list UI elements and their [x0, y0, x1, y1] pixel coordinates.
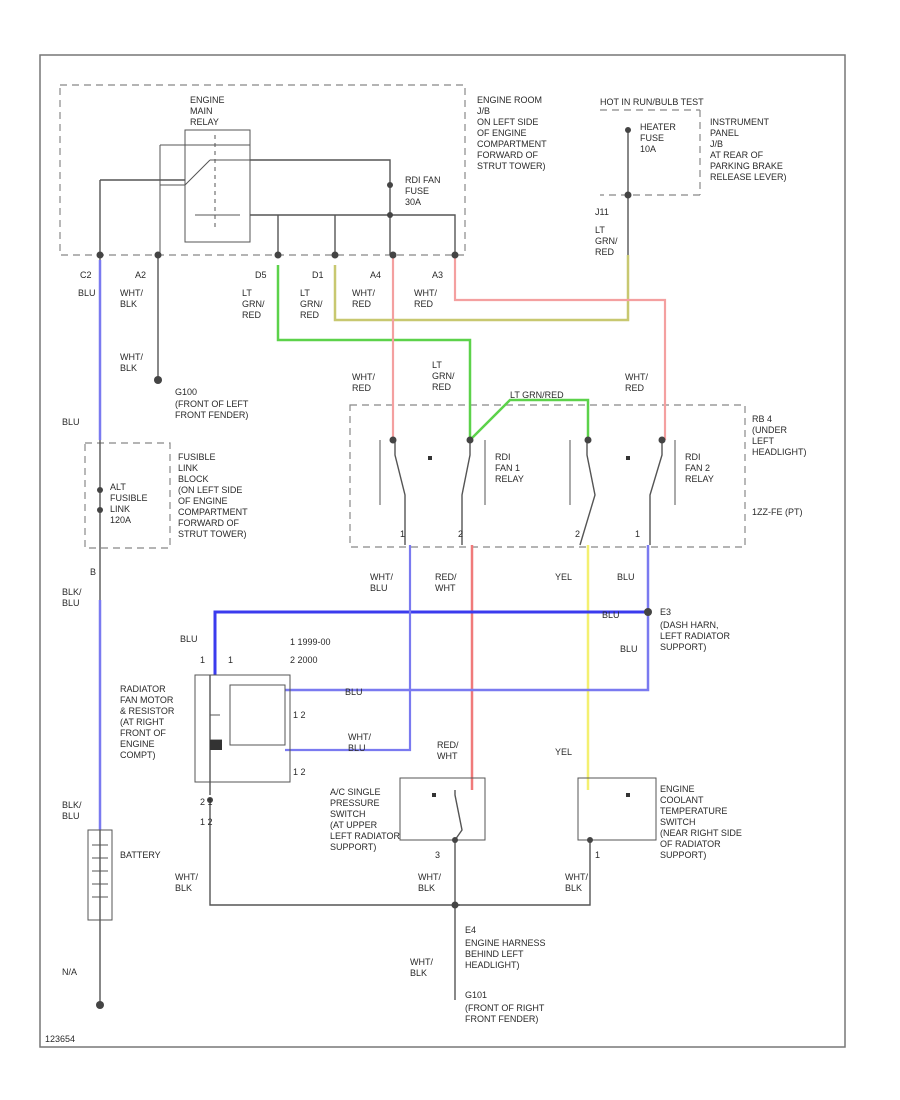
pin-1-fan2: 1	[635, 529, 640, 539]
wire-g100-color: WHT/BLK	[120, 352, 143, 373]
n-a-label: N/A	[62, 967, 77, 977]
hot-in-label: HOT IN RUN/BULB TEST	[600, 97, 704, 107]
connector-a2: A2	[135, 270, 146, 280]
wire-red-wht-ac: RED/WHT	[437, 740, 459, 761]
wire-blk-blu-upper: BLK/BLU	[62, 587, 82, 608]
wire-wht-red-rb4-1: WHT/RED	[352, 372, 375, 393]
pin-b-label: B	[90, 567, 96, 577]
wire-wht-blk-ect: WHT/BLK	[565, 872, 588, 893]
wire-wht-blk-e4: WHT/BLK	[410, 957, 433, 978]
wire-blu-right: BLU	[620, 644, 638, 654]
wire-wht-blk-motor: WHT/BLK	[175, 872, 198, 893]
battery-label: BATTERY	[120, 850, 161, 860]
connector-a3: A3	[432, 270, 443, 280]
wire-wht-blu-motor: WHT/BLU	[348, 732, 371, 753]
wire-a3-color: WHT/RED	[414, 288, 437, 309]
wire-wht-red-rb4-2: WHT/RED	[625, 372, 648, 393]
wire-yel-ect: YEL	[555, 747, 572, 757]
connector-d5: D5	[255, 270, 267, 280]
wire-blu-motor-pin: BLU	[345, 687, 363, 697]
pin-1-fan1: 1	[400, 529, 405, 539]
pin-3-ac: 3	[435, 850, 440, 860]
connector-e4: E4	[465, 925, 476, 935]
rdi-fan1-relay	[379, 440, 486, 505]
wire-yel-label: YEL	[555, 572, 572, 582]
wire-lt-grn-red-top: LT GRN/RED	[510, 390, 564, 400]
wire-blu-motor: BLU	[180, 634, 198, 644]
pin-1-motor-b: 1	[228, 655, 233, 665]
blu-upper-label: BLU	[62, 417, 80, 427]
colored-wiring	[98, 255, 667, 830]
ground-g100: G100	[175, 387, 197, 397]
pin-1-ect: 1	[595, 850, 600, 860]
black-wiring	[99, 130, 663, 1005]
fusible-link-block-box	[84, 442, 171, 549]
rdi-fan2-relay	[569, 440, 676, 505]
diagram-border	[39, 54, 846, 1048]
wire-wht-blk-ac: WHT/BLK	[418, 872, 441, 893]
radiator-fan-motor	[194, 674, 291, 783]
battery-symbol	[87, 829, 113, 921]
wire-wht-blu-label: WHT/BLU	[370, 572, 393, 593]
wire-blu-e3: BLU	[602, 610, 620, 620]
ac-pressure-switch	[399, 777, 486, 841]
pin-group-1-2-b: 1 2	[293, 767, 306, 777]
wire-c2-color: BLU	[78, 288, 96, 298]
pin-group-1-2-a: 1 2	[293, 710, 306, 720]
legend-2000: 2 2000	[290, 655, 318, 665]
engine-room-jb-box	[59, 84, 466, 256]
engine-main-relay	[159, 129, 251, 255]
connector-j11: J11	[595, 207, 609, 217]
instrument-panel-jb-box	[600, 109, 701, 196]
rb4-box	[349, 404, 746, 548]
pin-group-1-2-c: 1 2	[200, 817, 213, 827]
connector-c2: C2	[80, 270, 92, 280]
footer-code: 123654	[45, 1034, 75, 1044]
connector-a4: A4	[370, 270, 381, 280]
wire-a2-color: WHT/BLK	[120, 288, 143, 309]
pin-2-fan1: 2	[458, 529, 463, 539]
spec-1zzfe: 1ZZ-FE (PT)	[752, 507, 803, 517]
wire-blk-blu-battery: BLK/BLU	[62, 800, 82, 821]
pin-2-fan2: 2	[575, 529, 580, 539]
wire-red-wht-label: RED/WHT	[435, 572, 457, 593]
legend-1999-00: 1 1999-00	[290, 637, 331, 647]
wire-a4-color: WHT/RED	[352, 288, 375, 309]
wire-blu-fan2: BLU	[617, 572, 635, 582]
pin-1-motor-a: 1	[200, 655, 205, 665]
connector-e3: E3	[660, 607, 671, 617]
pin-group-2-1: 2 1	[200, 797, 213, 807]
ground-g101: G101	[465, 990, 487, 1000]
connector-d1: D1	[312, 270, 324, 280]
connector-points	[96, 127, 666, 1009]
ect-switch	[577, 777, 657, 841]
